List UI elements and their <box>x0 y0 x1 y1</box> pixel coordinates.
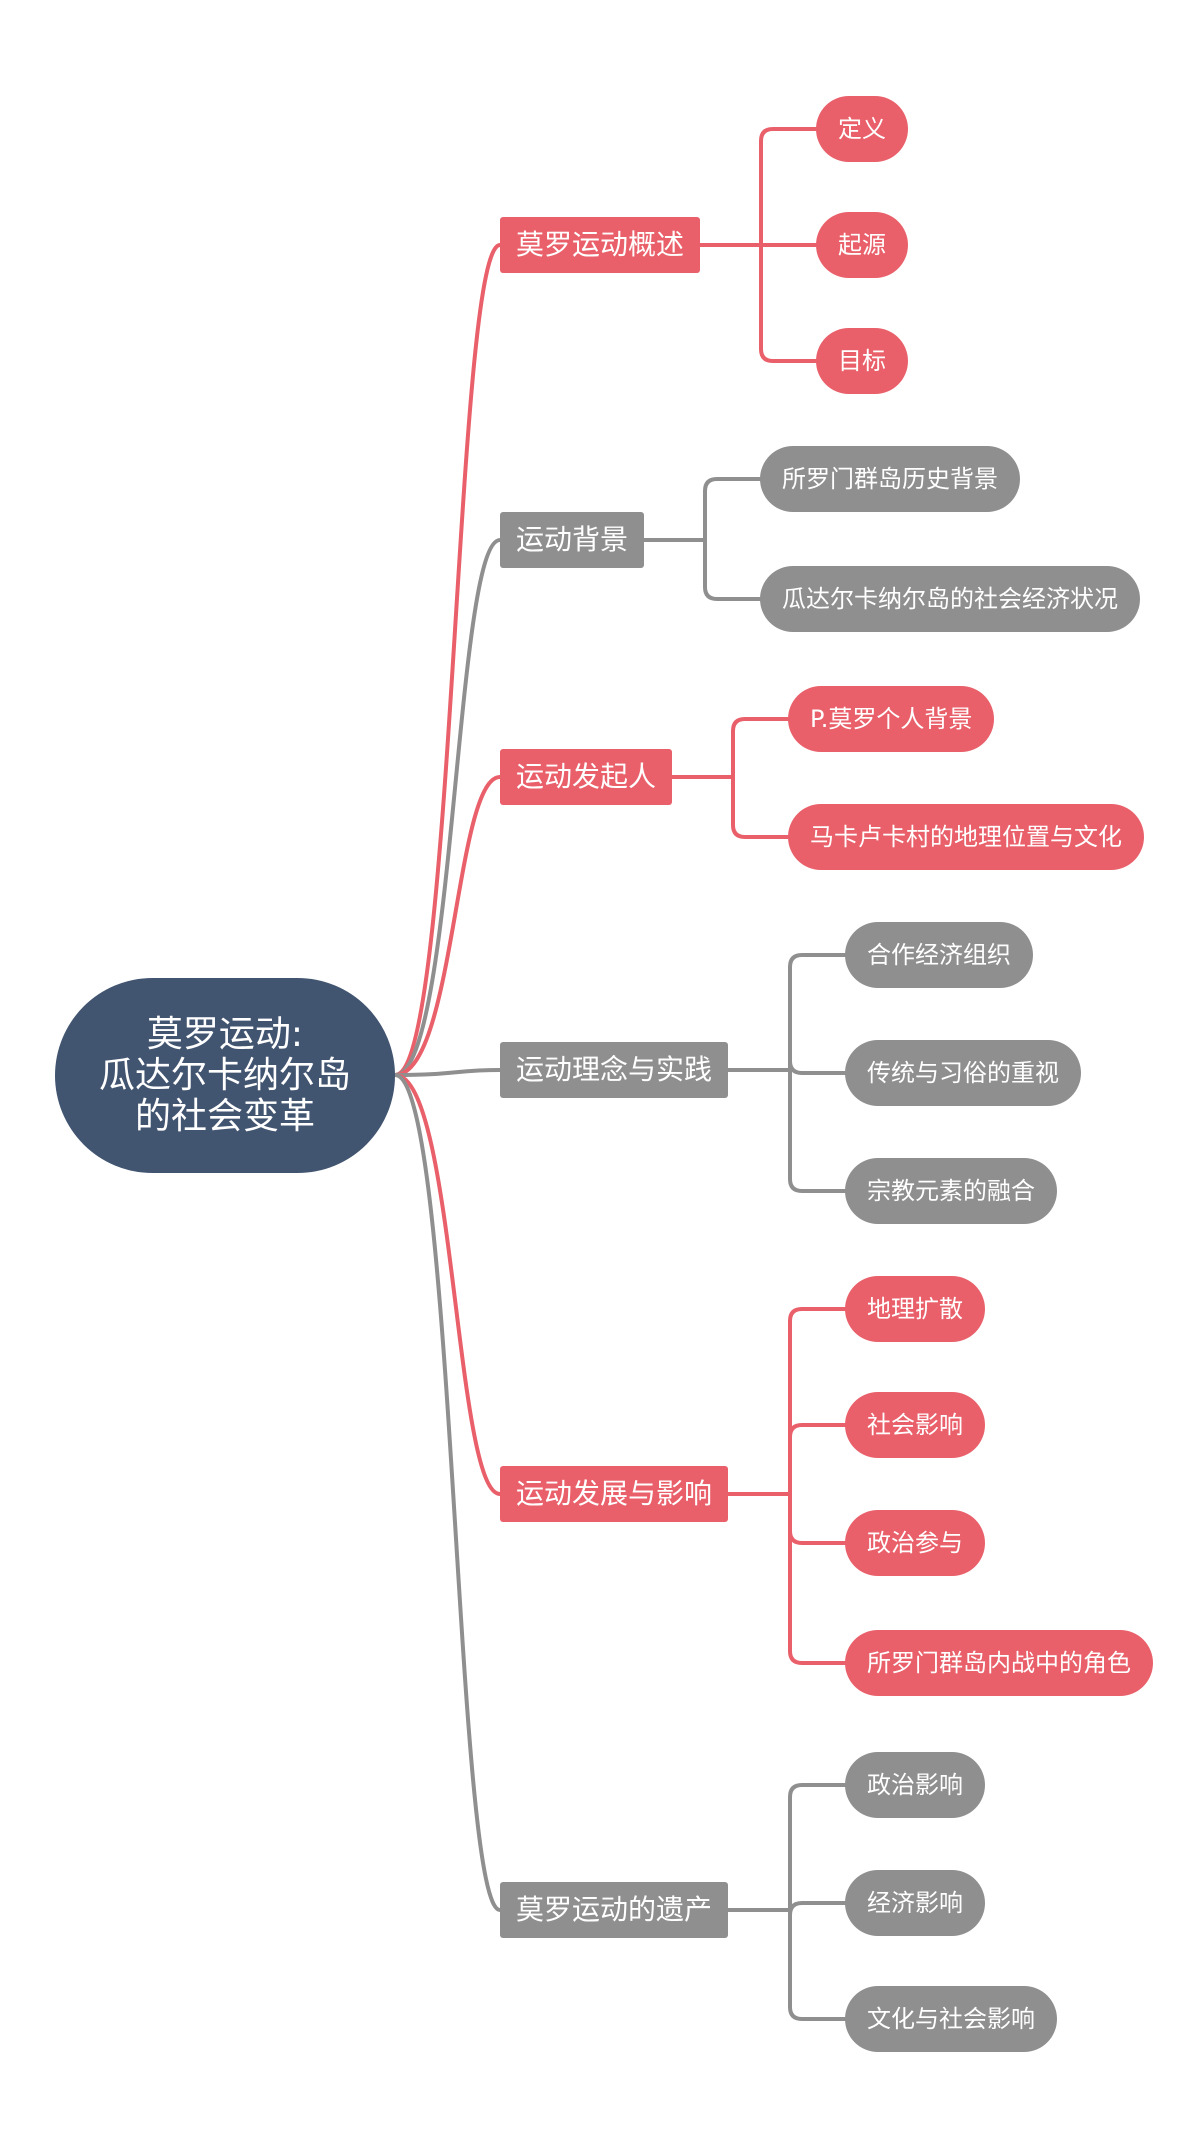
leaf-topic-civil-war-role[interactable]: 所罗门群岛内战中的角色 <box>845 1630 1153 1696</box>
leaf-topic-political-impact[interactable]: 政治影响 <box>845 1752 985 1818</box>
leaf-topic-guadalcanal-economy[interactable]: 瓜达尔卡纳尔岛的社会经济状况 <box>760 566 1140 632</box>
root-topic-title: 莫罗运动: 瓜达尔卡纳尔岛 的社会变革 <box>98 1014 351 1137</box>
leaf-connector <box>703 477 762 493</box>
leaf-connector <box>788 1783 847 1799</box>
leaf-connector <box>788 1423 847 1439</box>
root-branch-connector <box>393 1073 502 1912</box>
leaf-topic-political-participation[interactable]: 政治参与 <box>845 1510 985 1576</box>
leaf-topic-geographic-spread[interactable]: 地理扩散 <box>845 1276 985 1342</box>
root-topic[interactable]: 莫罗运动: 瓜达尔卡纳尔岛 的社会变革 <box>55 978 395 1173</box>
root-branch-connector <box>393 243 502 1077</box>
leaf-connector <box>788 1307 847 1323</box>
root-branch-connector <box>393 538 502 1077</box>
leaf-topic-religious-elements[interactable]: 宗教元素的融合 <box>845 1158 1057 1224</box>
branch-topic-development-impact[interactable]: 运动发展与影响 <box>500 1466 729 1522</box>
leaf-connector <box>788 1177 847 1193</box>
root-branch-connector <box>393 775 502 1077</box>
branch-topic-ideas-practice[interactable]: 运动理念与实践 <box>500 1042 729 1098</box>
leaf-topic-makaruka-village[interactable]: 马卡卢卡村的地理位置与文化 <box>788 804 1144 870</box>
leaf-topic-tradition-custom[interactable]: 传统与习俗的重视 <box>845 1040 1081 1106</box>
leaf-topic-goal[interactable]: 目标 <box>816 328 908 394</box>
branch-topic-background[interactable]: 运动背景 <box>500 512 645 568</box>
leaf-connector <box>788 953 847 969</box>
leaf-topic-economic-impact[interactable]: 经济影响 <box>845 1870 985 1936</box>
leaf-topic-cultural-social-impact[interactable]: 文化与社会影响 <box>845 1986 1057 2052</box>
leaf-topic-definition[interactable]: 定义 <box>816 96 908 162</box>
leaf-connector <box>731 717 790 733</box>
leaf-topic-cooperative-economy[interactable]: 合作经济组织 <box>845 922 1033 988</box>
branch-topic-overview[interactable]: 莫罗运动概述 <box>500 217 701 273</box>
branch-topic-founder[interactable]: 运动发起人 <box>500 749 673 805</box>
leaf-connector <box>703 585 762 601</box>
leaf-connector <box>759 127 818 143</box>
root-branch-connector <box>393 1068 502 1077</box>
leaf-topic-social-impact[interactable]: 社会影响 <box>845 1392 985 1458</box>
root-branch-connector <box>393 1073 502 1496</box>
leaf-topic-solomon-history[interactable]: 所罗门群岛历史背景 <box>760 446 1020 512</box>
leaf-connector <box>788 1901 847 1917</box>
leaf-topic-moro-background[interactable]: P.莫罗个人背景 <box>788 686 995 752</box>
leaf-connector <box>788 1529 847 1545</box>
leaf-connector <box>788 1059 847 1075</box>
leaf-topic-origin[interactable]: 起源 <box>816 212 908 278</box>
branch-topic-legacy[interactable]: 莫罗运动的遗产 <box>500 1882 729 1938</box>
leaf-connector <box>788 2005 847 2021</box>
leaf-connector <box>731 823 790 839</box>
leaf-connector <box>759 347 818 363</box>
leaf-connector <box>788 1649 847 1665</box>
